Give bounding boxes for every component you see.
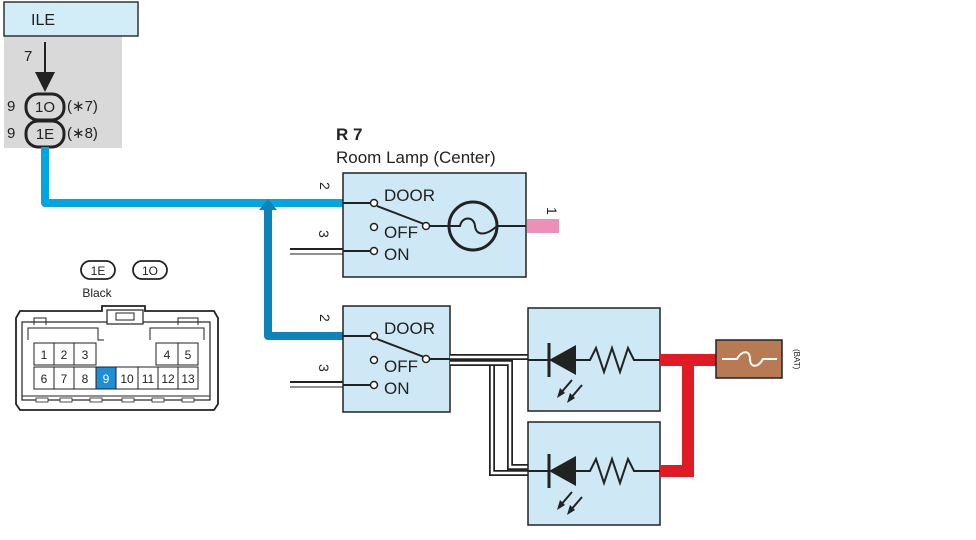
switch2-off-label: OFF [384,357,418,376]
connector-pin-11-label: 11 [142,372,155,386]
connector-pin-row-bottom: 6 7 8 9 10 11 12 13 [33,366,199,390]
connector-pin-6-label: 6 [41,372,48,386]
wire-cyan [41,147,343,207]
switch1-pin-in: 2 [317,182,333,190]
ile-row1-connector-label: 1O [35,99,55,116]
wire-led2b-inner [450,361,528,469]
connector-pin-13-label: 13 [181,372,195,386]
connector-pin-7-label: 7 [61,372,68,386]
led-icon [549,456,576,486]
connector-pin-4-label: 4 [164,348,171,362]
connector-tag-1o-label: 1O [142,264,158,278]
led-icon [549,345,576,375]
connector-tab [181,397,195,403]
connector-pin-2-label: 2 [61,348,68,362]
ile-row2-pin: 9 [7,125,15,142]
switch1-pin-on: 3 [316,230,332,238]
splice-icon [259,199,277,210]
connector-pin-5 [177,342,199,366]
switch2-door-label: DOOR [384,319,435,338]
arrow-down-icon [35,72,55,92]
ile-row1-pin: 9 [7,98,15,115]
bulb-filament-icon [449,217,498,235]
wire-blue-branch [264,203,343,340]
fuse-icon [722,351,777,367]
connector-tag-1o [132,260,168,280]
connector-tag-1e [80,260,116,280]
ile-row2-connector-label: 1E [36,126,54,143]
switch1-code: R 7 [336,125,362,144]
connector-bottom-tabs [35,397,195,403]
connector-pin-10-label: 10 [120,372,134,386]
connector-pin-13 [177,366,199,390]
switch1-door-contact [369,198,379,208]
switch1-on-label: ON [384,245,410,264]
switch2-pin-in: 2 [317,314,333,322]
wire-red-branch [660,360,694,477]
led1-ray-a-head [557,388,565,398]
switch1-on-contact [369,246,379,256]
switch1-name: Room Lamp (Center) [336,148,496,167]
switch1-blade [376,205,425,225]
connector-wall-left [27,327,104,341]
fuse-label: (BAT) [792,349,801,370]
ile-header [3,1,139,37]
switch1-door-label: DOOR [384,186,435,205]
switch1-pin-out: 1 [544,207,560,215]
ile-row2-note: (∗8) [67,125,98,142]
connector-tab [59,397,73,403]
connector-pin-1-label: 1 [41,348,48,362]
switch2-pivot [421,354,431,364]
connector-tab [121,397,135,403]
connector-tag-1e-label: 1E [91,264,106,278]
connector-latch-tab [115,312,135,321]
switch2-pin-on: 3 [316,364,332,372]
switch1-off-label: OFF [384,223,418,242]
connector-color-label: Black [82,286,112,300]
connector-pin-3 [73,342,97,366]
ile-title: ILE [31,12,55,29]
connector-pin-row-top: 1 2 3 4 5 [33,342,199,366]
ile-row1-note: (∗7) [67,98,98,115]
connector-pin-8-label: 8 [82,372,89,386]
connector-tab [35,397,49,403]
switch2-on-contact [369,380,379,390]
switch2-blade [376,338,425,358]
wire-pink [527,219,559,233]
wire-led2a-inner [490,363,528,475]
connector-pin-3-label: 3 [82,348,89,362]
switch1-pivot [421,221,431,231]
led2-ray-b-head [567,505,575,515]
connector-key-left [33,317,47,325]
connector-key-right [177,317,199,325]
resistor-icon [576,455,660,487]
switch2-off-contact [369,355,379,365]
switch2-on-label: ON [384,379,410,398]
led1-ray-b-head [567,393,575,403]
connector-pin-12-label: 12 [161,372,175,386]
connector-pin-5-label: 5 [185,348,192,362]
ile-pin-top: 7 [24,48,32,65]
switch1-off-contact [369,222,379,232]
connector-wall-right [149,327,205,340]
connector-pin-9-label: 9 [103,372,110,386]
connector-tab [89,397,103,403]
connector-tab [151,397,165,403]
led2-ray-a-head [557,500,565,510]
switch2-door-contact [369,331,379,341]
resistor-icon [576,344,660,376]
